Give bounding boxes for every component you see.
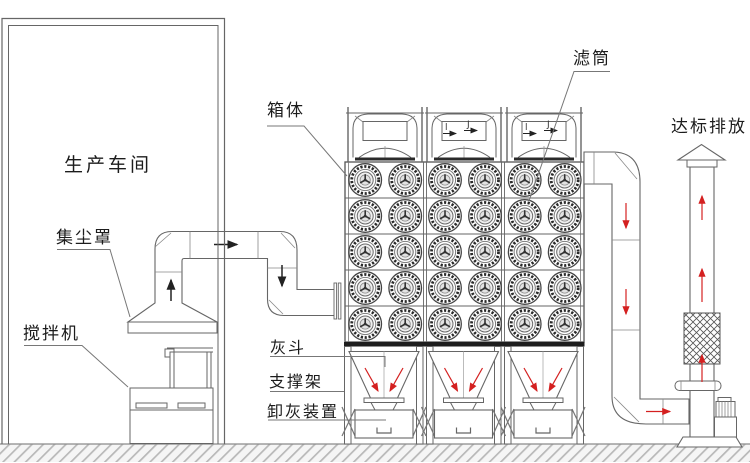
mixer-machine	[129, 347, 214, 444]
filter-cartridge	[467, 270, 503, 306]
pulse-flow-marks: l J l J	[443, 120, 558, 137]
filter-cartridge	[547, 306, 583, 342]
filter-cartridge	[507, 198, 543, 234]
filter-cartridge	[387, 234, 423, 270]
filter-cartridge	[507, 234, 543, 270]
label-ash-unloader: 卸灰装置	[267, 402, 340, 421]
mark-j: J	[546, 120, 550, 130]
label-filter-cartridge: 滤筒	[573, 49, 611, 69]
support-frame-legs	[344, 346, 584, 445]
filter-collector-body	[344, 161, 585, 347]
filter-cartridge	[347, 306, 383, 342]
exhaust-stack	[674, 143, 743, 448]
dust-hood-band	[127, 321, 218, 334]
filter-cartridge	[347, 234, 383, 270]
rain-cap	[676, 143, 727, 161]
filter-cartridge	[347, 162, 383, 198]
mark-i: l	[525, 123, 528, 133]
filter-cartridge	[427, 306, 463, 342]
filter-cartridge	[387, 306, 423, 342]
label-support-frame: 支撑架	[269, 372, 324, 391]
fan-motor	[714, 397, 737, 438]
coupling-collar	[674, 380, 722, 391]
filter-cartridge	[427, 198, 463, 234]
workshop-walls	[1, 17, 226, 444]
outlet-ductwork	[583, 151, 690, 425]
fan-base	[676, 436, 743, 448]
ash-hoppers	[342, 352, 585, 439]
filter-cartridge	[467, 234, 503, 270]
filter-cartridge	[547, 162, 583, 198]
clean-air-housings: l J l J	[345, 106, 584, 163]
inlet-flange	[333, 282, 338, 320]
filter-cartridge	[427, 234, 463, 270]
filter-cartridge	[427, 162, 463, 198]
filter-cartridge	[507, 270, 543, 306]
label-box-body: 箱体	[267, 101, 305, 121]
label-compliant-discharge: 达标排放	[671, 117, 747, 137]
filter-cartridge	[467, 198, 503, 234]
filter-cartridge	[347, 198, 383, 234]
filter-cartridge	[507, 306, 543, 342]
filter-cartridge	[467, 162, 503, 198]
leader-lines	[24, 71, 610, 421]
label-ash-hopper: 灰斗	[270, 338, 307, 357]
bottom-plate	[344, 342, 585, 347]
label-workshop: 生产车间	[64, 154, 153, 176]
mark-i: l	[445, 123, 448, 133]
ground	[0, 443, 750, 462]
filter-cartridge	[547, 198, 583, 234]
filter-cartridge	[387, 162, 423, 198]
filter-cartridge	[427, 270, 463, 306]
filter-cartridge	[547, 270, 583, 306]
mark-j: J	[466, 120, 470, 130]
label-mixer: 搅拌机	[23, 324, 80, 344]
filter-cartridge	[347, 270, 383, 306]
filter-cartridge	[387, 198, 423, 234]
filter-cartridge	[547, 234, 583, 270]
label-dust-hood: 集尘罩	[56, 228, 113, 248]
inlet-ductwork	[126, 230, 342, 323]
filter-cartridge	[387, 270, 423, 306]
filter-cartridge	[467, 306, 503, 342]
